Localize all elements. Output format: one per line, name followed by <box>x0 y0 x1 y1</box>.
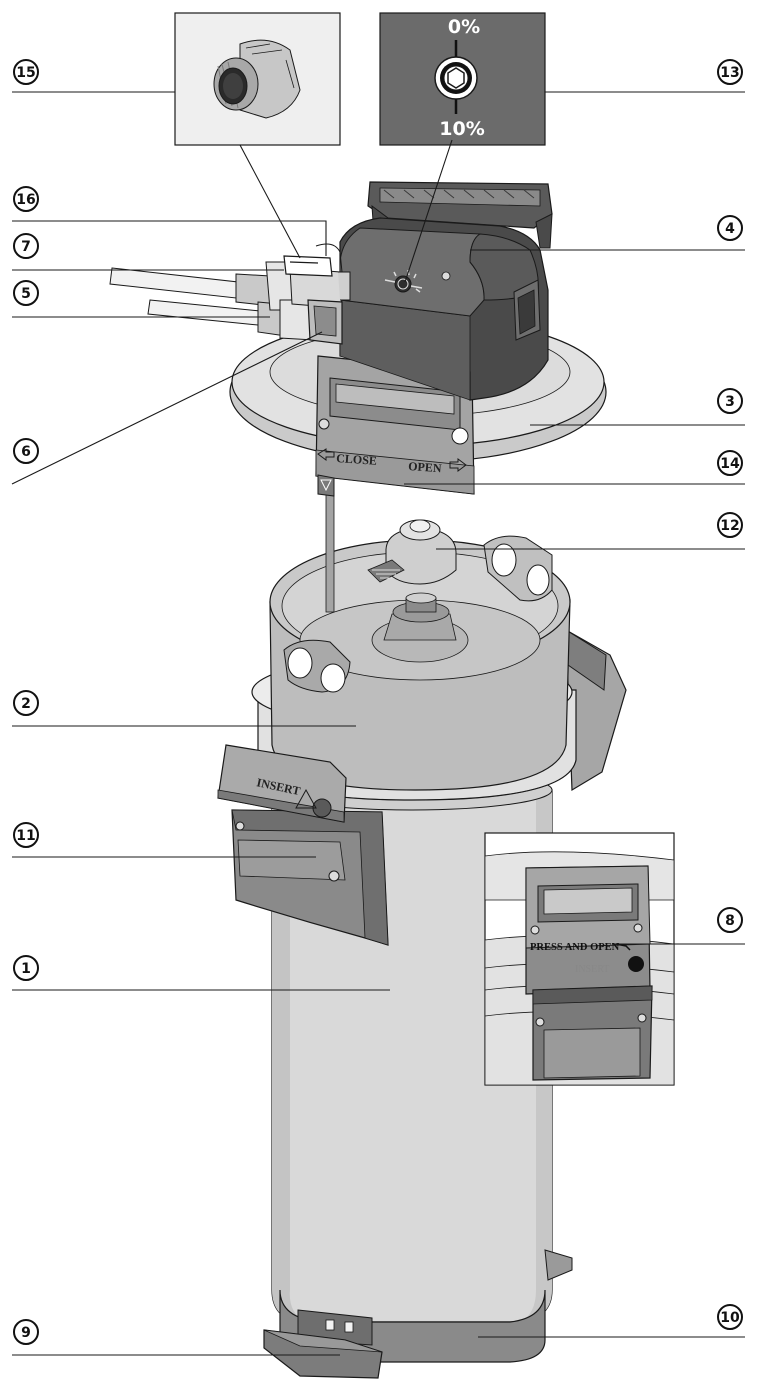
svg-text:6: 6 <box>21 444 31 460</box>
callout-6: 6 <box>13 438 39 464</box>
callout-10: 10 <box>717 1304 743 1330</box>
inset-latch: PRESS AND OPEN INSERT <box>484 832 675 1086</box>
callout-12: 12 <box>717 512 743 538</box>
locking-clamp: INSERT <box>217 744 389 946</box>
latch-insert-label: INSERT <box>575 964 609 975</box>
latch-press-open-label: PRESS AND OPEN <box>530 942 620 953</box>
svg-text:12: 12 <box>720 518 739 534</box>
hose-fittings <box>109 243 351 345</box>
connecting-rod <box>325 491 335 613</box>
callout-8: 8 <box>717 907 743 933</box>
callout-16: 16 <box>13 186 39 212</box>
callout-11: 11 <box>13 822 39 848</box>
svg-text:3: 3 <box>725 394 735 410</box>
svg-text:11: 11 <box>16 828 35 844</box>
callout-1: 1 <box>13 955 39 981</box>
callout-4: 4 <box>717 215 743 241</box>
svg-text:1: 1 <box>21 961 31 977</box>
svg-text:13: 13 <box>720 65 739 81</box>
callout-5: 5 <box>13 280 39 306</box>
svg-text:15: 15 <box>16 65 35 81</box>
callout-13: 13 <box>717 59 743 85</box>
callout-7: 7 <box>13 233 39 259</box>
svg-text:10: 10 <box>720 1310 740 1326</box>
bypass-valve <box>367 519 553 602</box>
svg-text:7: 7 <box>21 239 31 255</box>
dial-bottom-label: 10% <box>439 118 484 140</box>
svg-text:4: 4 <box>725 221 735 237</box>
callout-9: 9 <box>13 1319 39 1345</box>
svg-text:16: 16 <box>16 192 35 208</box>
inset-fitting-adapter <box>174 12 341 146</box>
svg-text:8: 8 <box>725 913 735 929</box>
lid-clamp: CLOSE OPEN <box>315 355 475 497</box>
lid-open-label: OPEN <box>408 459 443 475</box>
lid-close-label: CLOSE <box>336 451 378 468</box>
callout-15: 15 <box>13 59 39 85</box>
svg-text:14: 14 <box>720 456 740 472</box>
inset-dial: 0% 10% <box>379 12 546 146</box>
callout-2: 2 <box>13 690 39 716</box>
callout-14: 14 <box>717 450 743 476</box>
svg-text:5: 5 <box>21 286 31 302</box>
svg-text:9: 9 <box>21 1325 31 1341</box>
foot-pedal <box>263 1309 383 1379</box>
leader-lines <box>11 91 745 1356</box>
dial-top-label: 0% <box>448 16 480 38</box>
control-head <box>339 181 553 401</box>
callout-3: 3 <box>717 388 743 414</box>
svg-text:2: 2 <box>21 696 31 712</box>
